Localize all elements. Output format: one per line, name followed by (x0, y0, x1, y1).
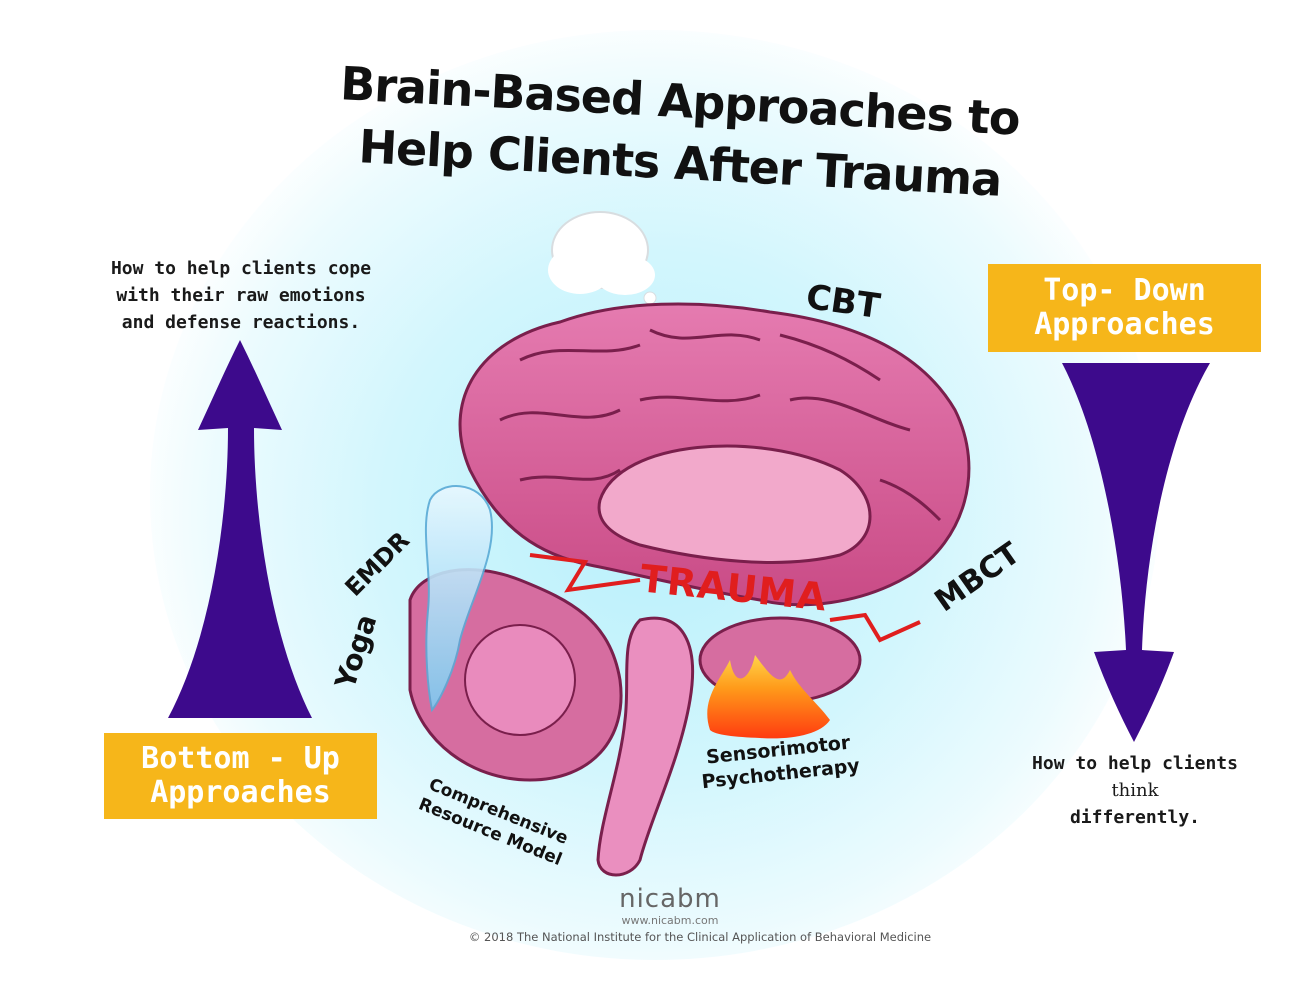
top-down-description: How to help clients think differently. (1010, 750, 1260, 831)
thought-cloud-icon (548, 211, 669, 315)
right-note-line-2: think (1111, 780, 1159, 801)
left-note-line-2: with their raw emotions (116, 285, 366, 306)
bottom-up-badge: Bottom - Up Approaches (104, 733, 377, 819)
top-down-arrow-icon (1062, 363, 1210, 742)
logo-url: www.nicabm.com (621, 914, 719, 927)
copyright-notice: © 2018 The National Institute for the Cl… (468, 930, 932, 944)
top-down-badge: Top- Down Approaches (988, 264, 1261, 352)
brain-cerebrum-icon (458, 302, 971, 607)
fire-icon (707, 655, 830, 739)
right-note-line-1: How to help clients (1032, 753, 1238, 774)
left-note-line-1: How to help clients cope (110, 258, 372, 279)
left-note-line-3: and defense reactions. (121, 312, 361, 333)
logo-name: nicabm (619, 884, 721, 914)
top-down-badge-line-1: Top- Down (1043, 273, 1206, 308)
page-title: Brain-Based Approaches to Help Clients A… (300, 56, 1060, 207)
bottom-up-badge-line-2: Approaches (150, 775, 331, 810)
bottom-up-badge-line-1: Bottom - Up (141, 741, 340, 776)
trauma-zigzag-icon (529, 553, 921, 643)
nicabm-logo: nicabm www.nicabm.com (600, 884, 740, 928)
bottom-up-description: How to help clients cope with their raw … (96, 255, 386, 336)
right-note-line-3: differently. (1069, 807, 1201, 828)
top-down-badge-line-2: Approaches (1034, 307, 1215, 342)
water-splash-icon (424, 485, 493, 713)
bottom-up-arrow-icon (168, 340, 312, 718)
